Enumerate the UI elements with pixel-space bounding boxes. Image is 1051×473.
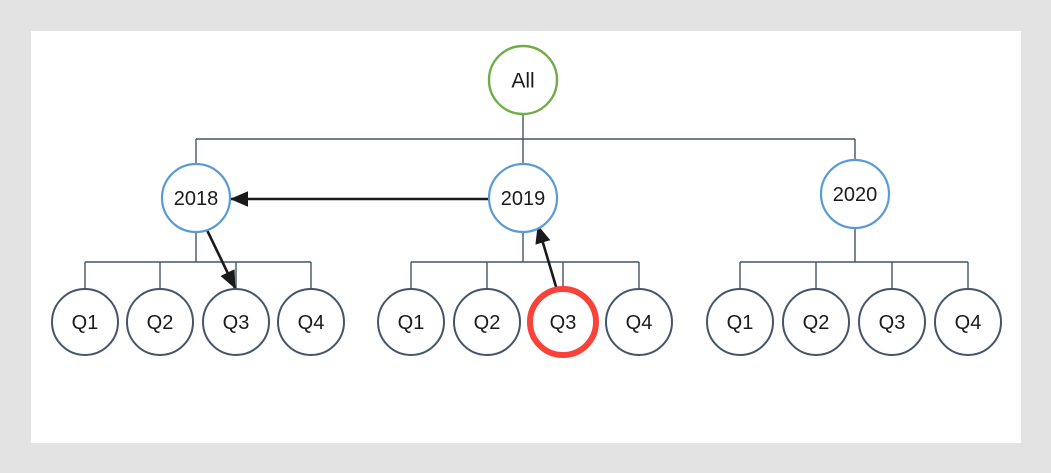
node-circle-y2020-q4[interactable] bbox=[934, 288, 1002, 356]
node-y2018-q3[interactable]: Q3 bbox=[202, 288, 270, 356]
node-label-y2020-q3: Q3 bbox=[879, 312, 906, 334]
node-circle-y2018-q1[interactable] bbox=[51, 288, 119, 356]
node-label-y2018-q3: Q3 bbox=[223, 312, 250, 334]
node-year-2020[interactable]: 2020 bbox=[819, 158, 891, 230]
node-label-all: All bbox=[511, 70, 534, 93]
node-y2018-q4[interactable]: Q4 bbox=[277, 288, 345, 356]
node-label-y2019-q2: Q2 bbox=[474, 312, 501, 334]
node-circle-y2019-q4[interactable] bbox=[605, 288, 673, 356]
node-label-year-2018: 2018 bbox=[174, 188, 219, 210]
node-circle-y2019-q1[interactable] bbox=[377, 288, 445, 356]
node-label-y2020-q4: Q4 bbox=[955, 312, 982, 334]
node-label-y2019-q3: Q3 bbox=[550, 312, 577, 334]
node-circle-y2020-q3[interactable] bbox=[858, 288, 926, 356]
node-y2018-q2[interactable]: Q2 bbox=[126, 288, 194, 356]
node-y2020-q1[interactable]: Q1 bbox=[706, 288, 774, 356]
node-all[interactable]: All bbox=[487, 44, 559, 116]
node-circle-y2019-q3[interactable] bbox=[527, 286, 599, 358]
relation-arrow-rel-2018-to-2018q3[interactable] bbox=[204, 227, 237, 289]
node-label-year-2020: 2020 bbox=[833, 184, 878, 206]
node-circle-y2019-q2[interactable] bbox=[453, 288, 521, 356]
node-circle-y2018-q2[interactable] bbox=[126, 288, 194, 356]
node-y2020-q2[interactable]: Q2 bbox=[782, 288, 850, 356]
node-label-y2020-q2: Q2 bbox=[803, 312, 830, 334]
node-circle-y2018-q3[interactable] bbox=[202, 288, 270, 356]
node-label-y2019-q4: Q4 bbox=[626, 312, 653, 334]
node-y2020-q3[interactable]: Q3 bbox=[858, 288, 926, 356]
relation-arrows bbox=[204, 191, 559, 291]
node-y2019-q3[interactable]: Q3 bbox=[527, 286, 599, 358]
node-y2019-q2[interactable]: Q2 bbox=[453, 288, 521, 356]
node-y2018-q1[interactable]: Q1 bbox=[51, 288, 119, 356]
node-label-y2018-q2: Q2 bbox=[147, 312, 174, 334]
node-circle-year-2019[interactable] bbox=[487, 162, 559, 234]
node-circle-y2020-q2[interactable] bbox=[782, 288, 850, 356]
node-y2020-q4[interactable]: Q4 bbox=[934, 288, 1002, 356]
tree-connectors bbox=[84, 114, 969, 289]
node-circle-y2018-q4[interactable] bbox=[277, 288, 345, 356]
node-circle-year-2018[interactable] bbox=[160, 162, 232, 234]
node-label-y2018-q1: Q1 bbox=[72, 312, 99, 334]
node-label-year-2019: 2019 bbox=[501, 188, 546, 210]
node-label-y2020-q1: Q1 bbox=[727, 312, 754, 334]
node-circle-y2020-q1[interactable] bbox=[706, 288, 774, 356]
node-circle-all[interactable] bbox=[487, 44, 559, 116]
relation-arrow-rel-2019q3-to-2019[interactable] bbox=[535, 225, 559, 291]
node-label-y2019-q1: Q1 bbox=[398, 312, 425, 334]
node-year-2018[interactable]: 2018 bbox=[160, 162, 232, 234]
node-circle-year-2020[interactable] bbox=[819, 158, 891, 230]
node-y2019-q4[interactable]: Q4 bbox=[605, 288, 673, 356]
node-year-2019[interactable]: 2019 bbox=[487, 162, 559, 234]
node-y2019-q1[interactable]: Q1 bbox=[377, 288, 445, 356]
node-label-y2018-q4: Q4 bbox=[298, 312, 325, 334]
